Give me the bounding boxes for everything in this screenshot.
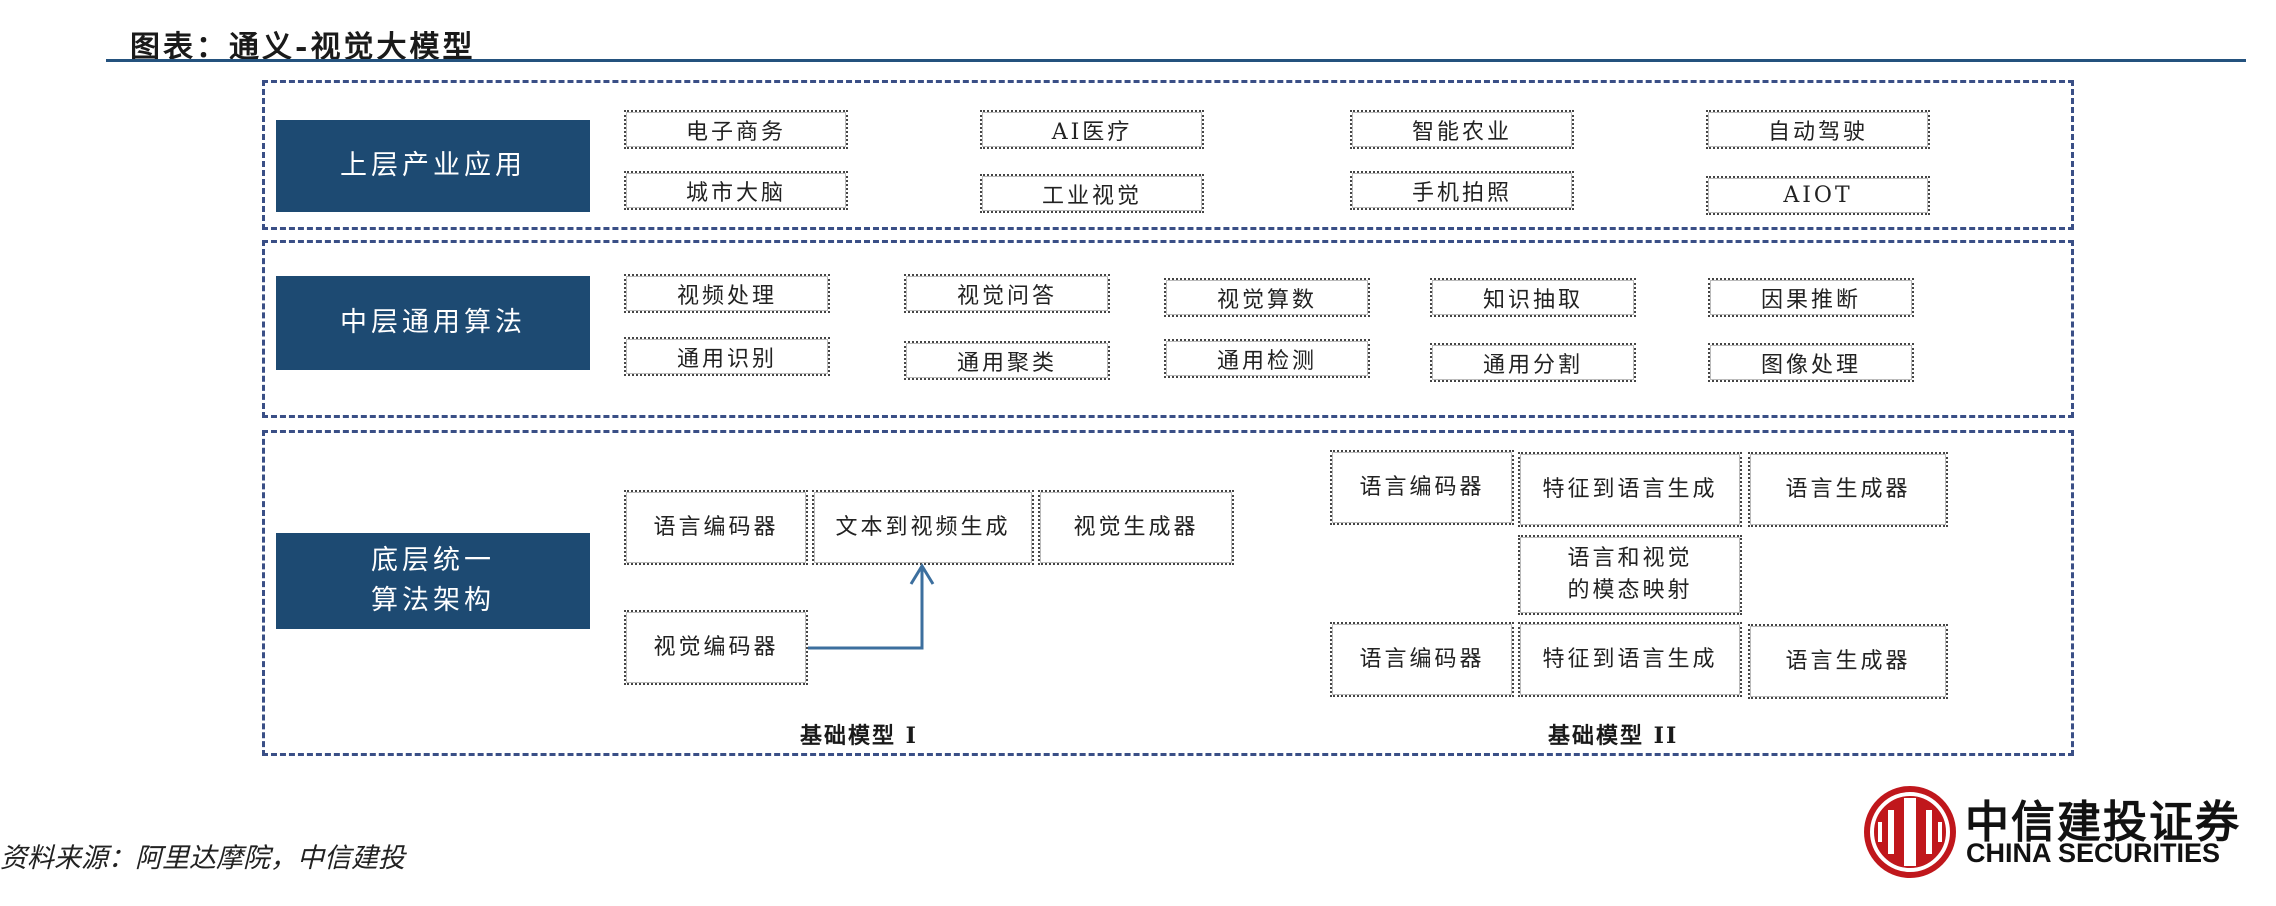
layer-label-bottom: 底层统一 算法架构 [276,533,590,629]
layer-middle-algorithms [262,240,2074,418]
model1-visual-encoder: 视觉编码器 [624,610,808,685]
source-note: 资料来源：阿里达摩院，中信建投 [0,843,405,874]
app-tag: AI医疗 [980,110,1204,149]
layer-label-top: 上层产业应用 [276,120,590,212]
model1-caption: 基础模型 I [800,723,918,749]
model2-feature-to-language-bottom: 特征到语言生成 [1518,622,1742,697]
title-underline [106,59,2246,62]
app-tag: 城市大脑 [624,171,848,210]
app-tag: 工业视觉 [980,174,1204,213]
model2-language-encoder-top: 语言编码器 [1330,450,1514,525]
model1-text-to-video: 文本到视频生成 [812,490,1034,565]
china-securities-logo: 中信建投证券 CHINA SECURITIES [1860,782,2260,882]
algo-tag: 知识抽取 [1430,278,1636,317]
logo-english-name: CHINA SECURITIES [1966,838,2221,868]
algo-tag: 通用检测 [1164,339,1370,378]
model2-feature-to-language-top: 特征到语言生成 [1518,452,1742,527]
model2-language-generator-top: 语言生成器 [1748,452,1948,527]
app-tag: 自动驾驶 [1706,110,1930,149]
algo-tag: 视觉问答 [904,274,1110,313]
algo-tag: 视频处理 [624,274,830,313]
algo-tag: 通用识别 [624,337,830,376]
app-tag: 手机拍照 [1350,171,1574,210]
model1-visual-generator: 视觉生成器 [1038,490,1234,565]
algo-tag: 视觉算数 [1164,278,1370,317]
model2-modality-mapping: 语言和视觉 的模态映射 [1518,535,1742,615]
algo-tag: 通用聚类 [904,341,1110,380]
logo-emblem-icon [1864,786,1956,878]
layer-top-applications [262,80,2074,230]
model2-language-encoder-bottom: 语言编码器 [1330,622,1514,697]
algo-tag: 通用分割 [1430,343,1636,382]
model2-caption: 基础模型 II [1548,723,1679,749]
algo-tag: 图像处理 [1708,343,1914,382]
model2-language-generator-bottom: 语言生成器 [1748,624,1948,699]
layer-bottom-architecture [262,430,2074,756]
algo-tag: 因果推断 [1708,278,1914,317]
logo-chinese-name: 中信建投证券 [1965,797,2241,848]
model1-language-encoder: 语言编码器 [624,490,808,565]
layer-label-middle: 中层通用算法 [276,276,590,370]
app-tag: AIOT [1706,176,1930,215]
app-tag: 智能农业 [1350,110,1574,149]
app-tag: 电子商务 [624,110,848,149]
